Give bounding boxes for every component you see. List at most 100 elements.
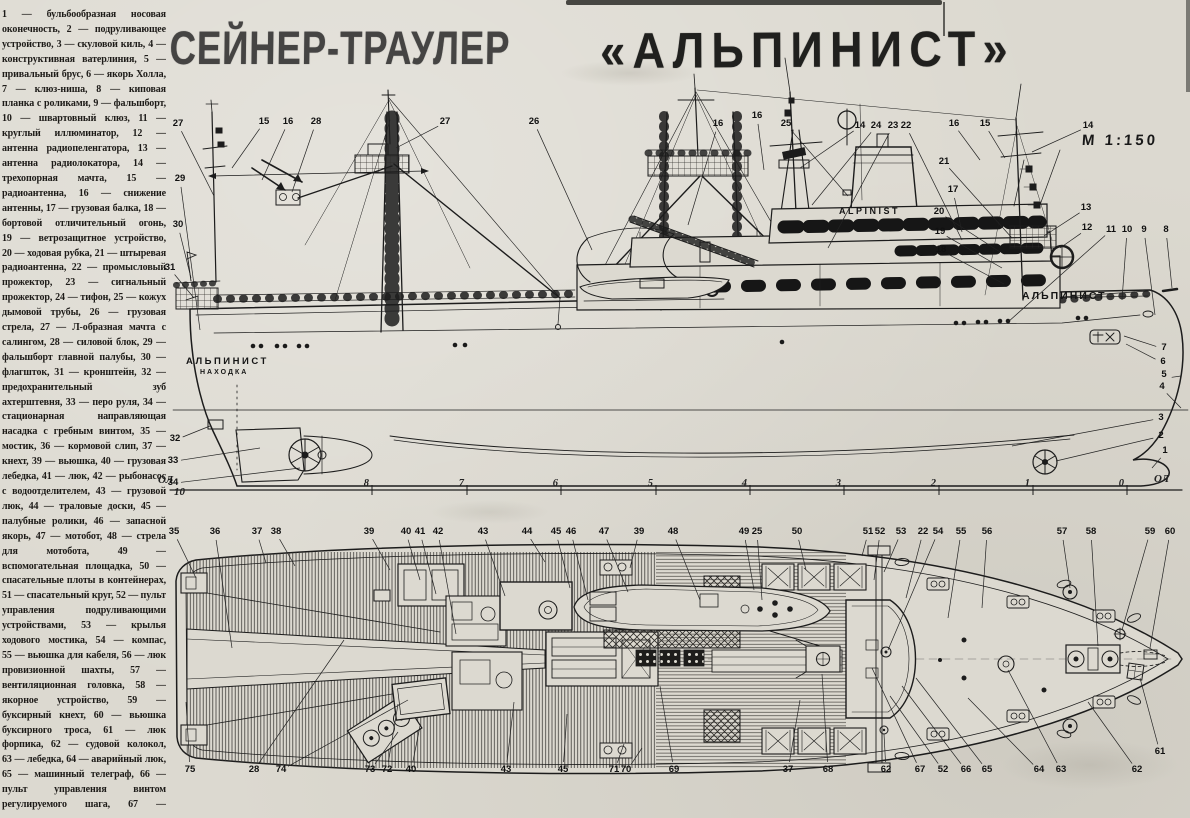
baseline-label-left: ОЛ xyxy=(158,474,174,486)
motorboat-plan xyxy=(573,584,841,653)
callout-10: 10 xyxy=(1121,224,1133,235)
callout-68: 68 xyxy=(822,764,834,775)
callout-56: 56 xyxy=(981,526,993,537)
bow-fittings xyxy=(1089,287,1179,345)
callout-16: 16 xyxy=(948,118,960,129)
callout-15: 15 xyxy=(258,116,270,127)
side-profile-drawing xyxy=(169,57,1189,491)
callout-62: 62 xyxy=(880,764,892,775)
callout-54: 54 xyxy=(932,526,944,537)
callout-44: 44 xyxy=(521,526,533,537)
stern-deck-structures xyxy=(173,99,429,310)
callout-12: 12 xyxy=(1081,222,1093,233)
callout-57: 57 xyxy=(1056,526,1068,537)
legend-text: 1 — бульбообразная носовая оконечность, … xyxy=(2,9,166,814)
callout-3: 3 xyxy=(1158,412,1164,423)
callout-37: 37 xyxy=(782,764,794,775)
svg-text:7: 7 xyxy=(459,478,465,489)
svg-text:2: 2 xyxy=(930,478,937,489)
svg-text:4: 4 xyxy=(741,478,747,489)
callout-5: 5 xyxy=(1161,369,1167,380)
callout-36: 36 xyxy=(209,526,221,537)
callout-26: 26 xyxy=(528,116,540,127)
callout-74: 74 xyxy=(275,764,287,775)
callout-31: 31 xyxy=(164,262,176,273)
bollard-pair xyxy=(1092,695,1116,709)
callout-16: 16 xyxy=(751,110,763,121)
callout-16: 16 xyxy=(282,116,294,127)
callout-66: 66 xyxy=(960,764,972,775)
bollard-pair xyxy=(1006,595,1030,609)
bollard-pair xyxy=(1092,609,1116,623)
callout-69: 69 xyxy=(668,764,680,775)
callout-46: 46 xyxy=(565,526,577,537)
callout-21: 21 xyxy=(938,156,950,167)
tripod-mast xyxy=(769,57,823,213)
callout-40: 40 xyxy=(400,526,412,537)
callout-49: 49 xyxy=(738,526,750,537)
callout-67: 67 xyxy=(914,764,926,775)
callout-43: 43 xyxy=(500,764,512,775)
hull-port-of-registry: НАХОДКА xyxy=(200,369,249,376)
svg-text:0: 0 xyxy=(1119,478,1125,489)
foremast xyxy=(984,83,1075,301)
scan-artifact-edge xyxy=(1186,0,1190,92)
callout-17: 17 xyxy=(947,184,959,195)
callout-41: 41 xyxy=(414,526,426,537)
stern-gear xyxy=(207,384,1058,483)
svg-text:8: 8 xyxy=(364,478,370,489)
foredeck-fittings xyxy=(894,558,1167,760)
callout-7: 7 xyxy=(1161,342,1167,353)
deck-plan-drawing xyxy=(175,543,1183,775)
callout-50: 50 xyxy=(791,526,803,537)
callout-42: 42 xyxy=(432,526,444,537)
callout-28: 28 xyxy=(310,116,322,127)
callout-14: 14 xyxy=(854,120,866,131)
callout-33: 33 xyxy=(167,455,179,466)
callout-60: 60 xyxy=(1164,526,1176,537)
svg-text:3: 3 xyxy=(835,478,841,489)
callout-32: 32 xyxy=(169,433,181,444)
scan-artifact-line xyxy=(943,2,945,36)
callout-leader-lines xyxy=(174,123,1182,767)
callout-63: 63 xyxy=(1055,764,1067,775)
bollard-pair xyxy=(1006,709,1030,723)
callout-39: 39 xyxy=(363,526,375,537)
station-label-10: 10 xyxy=(174,486,185,498)
callout-27: 27 xyxy=(172,118,184,129)
liferaft-containers xyxy=(761,563,867,755)
stern-thruster-symbol xyxy=(288,438,322,472)
svg-text:1: 1 xyxy=(1025,478,1030,489)
callout-61: 61 xyxy=(1154,746,1166,757)
callout-38: 38 xyxy=(270,526,282,537)
callout-27: 27 xyxy=(439,116,451,127)
callout-16: 16 xyxy=(712,118,724,129)
callout-13: 13 xyxy=(1080,202,1092,213)
callout-52: 52 xyxy=(937,764,949,775)
baseline-label-right: ОЛ xyxy=(1154,473,1170,485)
callout-30: 30 xyxy=(172,219,184,230)
bridge-plan xyxy=(845,545,917,773)
callout-45: 45 xyxy=(557,764,569,775)
callout-47: 47 xyxy=(598,526,610,537)
callout-2: 2 xyxy=(1158,430,1164,441)
callout-29: 29 xyxy=(174,173,186,184)
svg-text:6: 6 xyxy=(553,478,559,489)
callout-15: 15 xyxy=(979,118,991,129)
callout-6: 6 xyxy=(1160,356,1166,367)
callout-39: 39 xyxy=(633,526,645,537)
callout-62: 62 xyxy=(1131,764,1143,775)
callout-75: 75 xyxy=(184,764,196,775)
callout-14: 14 xyxy=(1082,120,1094,131)
callout-64: 64 xyxy=(1033,764,1045,775)
callout-37: 37 xyxy=(251,526,263,537)
callout-20: 20 xyxy=(933,206,945,217)
callout-23: 23 xyxy=(887,120,899,131)
callout-48: 48 xyxy=(667,526,679,537)
hull-profile xyxy=(169,289,1189,491)
portholes xyxy=(250,315,1089,349)
callout-19: 19 xyxy=(934,226,946,237)
scan-artifact-bar xyxy=(566,0,942,5)
callout-22: 22 xyxy=(900,120,912,131)
